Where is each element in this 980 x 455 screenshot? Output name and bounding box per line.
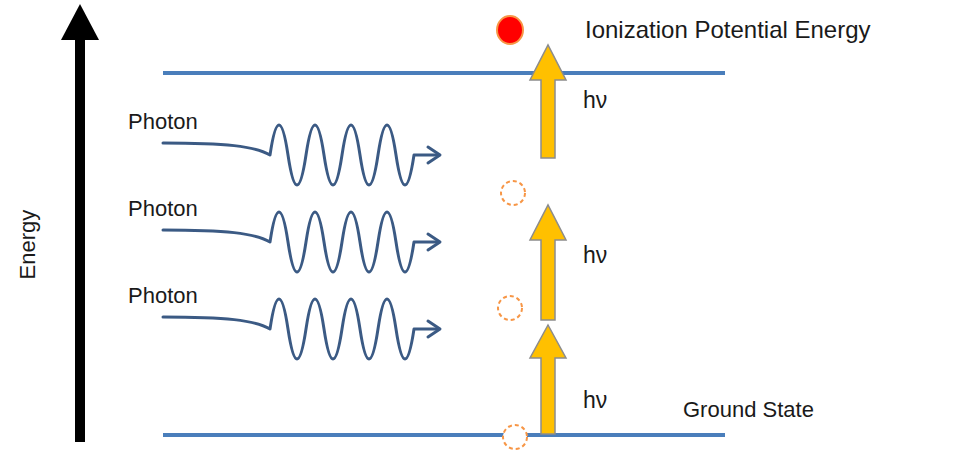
photon-wave (163, 125, 440, 185)
ionized-electron (497, 16, 523, 44)
ground-state-label: Ground State (683, 397, 814, 422)
photon-wave (163, 299, 440, 359)
photon-energy-label: hν (583, 87, 607, 113)
excitation-arrow (530, 45, 566, 158)
electron-position (498, 296, 522, 320)
energy-axis-arrow (61, 4, 99, 442)
photon-energy-label: hν (583, 242, 607, 268)
axis-label: Energy (15, 210, 40, 280)
electron-position (503, 425, 527, 449)
photon-label: Photon (128, 196, 198, 221)
electron-position (501, 181, 525, 205)
excitation-arrow (530, 205, 566, 320)
ground-level-line (163, 433, 725, 437)
photon-wave (163, 212, 440, 272)
excitation-arrow (530, 325, 566, 434)
photon-label: Photon (128, 283, 198, 308)
photon-label: Photon (128, 109, 198, 134)
ionization-label: Ionization Potential Energy (585, 16, 871, 44)
photon-energy-label: hν (583, 387, 607, 413)
ionization-level-line (163, 71, 725, 75)
